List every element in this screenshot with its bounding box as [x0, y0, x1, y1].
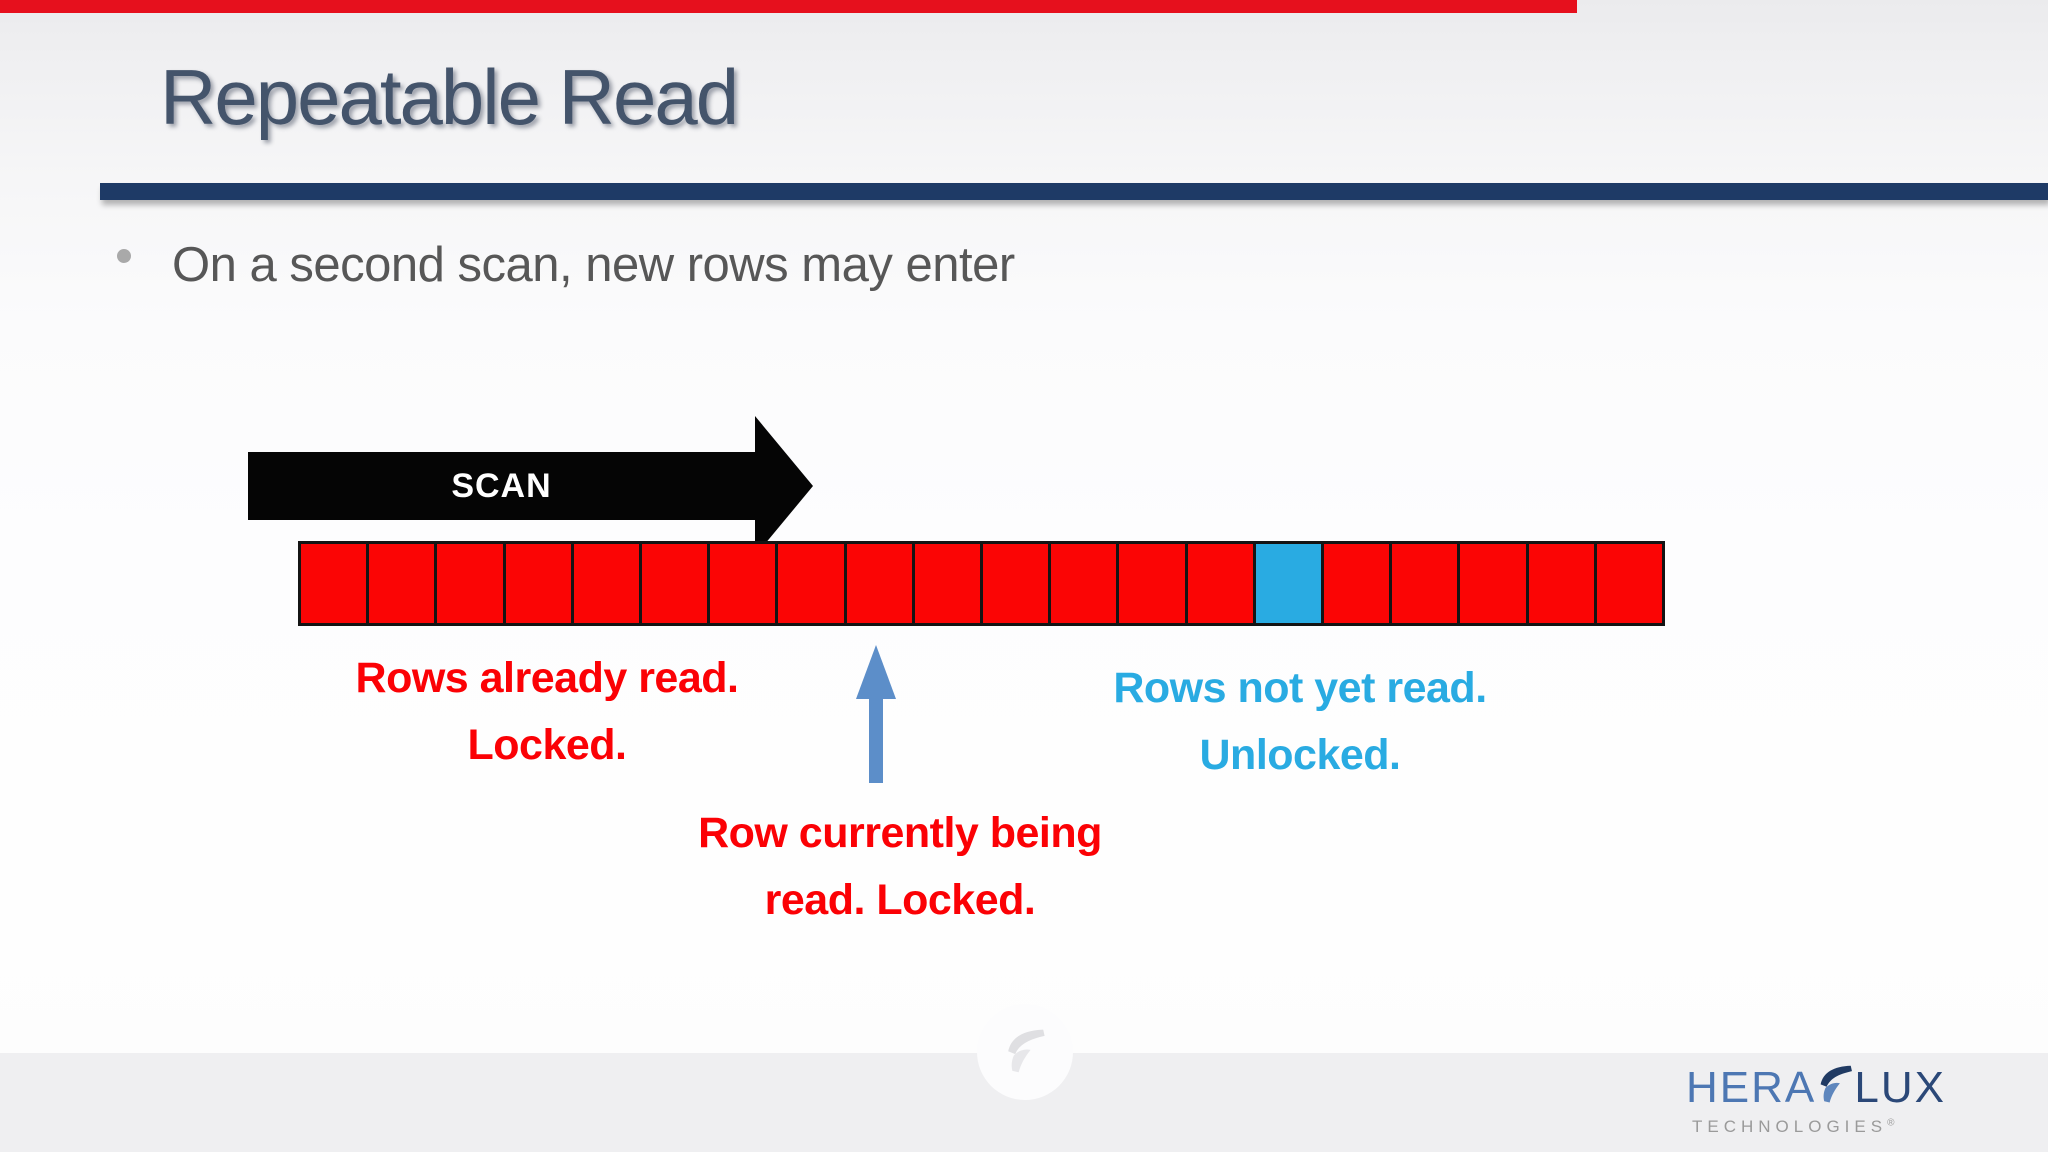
pointer-arrow-shaft	[869, 697, 883, 783]
row-cell-locked	[369, 544, 438, 623]
row-cell-locked	[710, 544, 779, 623]
row-cell-locked	[1460, 544, 1529, 623]
row-cell-new-unread	[1255, 544, 1325, 623]
scan-arrow-label: SCAN	[451, 466, 552, 505]
row-cell-locked	[301, 544, 370, 623]
heraflux-f-mark-icon	[1820, 1065, 1853, 1103]
watermark-circle	[977, 1004, 1073, 1100]
callout-line: read. Locked.	[764, 875, 1036, 924]
callout-line: Rows already read.	[355, 654, 739, 702]
row-cell-locked	[1324, 544, 1393, 623]
row-cell-locked	[1119, 544, 1188, 623]
logo-text-hera: HERA	[1686, 1063, 1817, 1112]
video-progress-bar[interactable]	[0, 0, 1577, 13]
row-cell-locked	[914, 544, 984, 623]
row-cell-locked	[505, 544, 574, 623]
row-cell-locked	[983, 544, 1052, 623]
row-cell-locked	[1187, 544, 1256, 623]
callout-line: Locked.	[467, 720, 628, 769]
callout-line: Rows not yet read.	[1113, 664, 1487, 712]
title-divider	[100, 183, 2048, 200]
row-cell-locked	[778, 544, 847, 623]
row-bar	[298, 541, 1665, 626]
slide-title: Repeatable Read	[160, 53, 739, 141]
callout-row-current: Row currently being read. Locked.	[630, 800, 1170, 933]
scan-arrow-head-icon	[755, 416, 813, 556]
logo-subtitle: TECHNOLOGIES®	[1692, 1117, 1895, 1136]
row-cell-locked	[1528, 544, 1597, 623]
bullet-dot	[117, 249, 131, 263]
registered-mark: ®	[1887, 1117, 1895, 1129]
bullet-text: On a second scan, new rows may enter	[172, 238, 1015, 292]
heraflux-f-mark-icon	[1008, 1029, 1045, 1073]
heraflux-logo: HERA LUX TECHNOLOGIES®	[1686, 1058, 1946, 1137]
row-cell-locked	[1596, 544, 1663, 623]
callout-rows-locked: Rows already read. Locked.	[277, 645, 817, 778]
callout-rows-unlocked: Rows not yet read. Unlocked.	[1030, 655, 1570, 788]
callout-line: Row currently being	[698, 809, 1102, 857]
logo-text-lux: LUX	[1854, 1063, 1946, 1112]
callout-line: Unlocked.	[1199, 730, 1402, 779]
scan-arrow-body: SCAN	[248, 452, 755, 520]
row-cell-locked	[437, 544, 506, 623]
pointer-arrow-head-icon	[856, 645, 896, 699]
heraflux-wordmark: HERA LUX	[1686, 1058, 1946, 1110]
row-cell-locked	[642, 544, 711, 623]
row-cell-locked	[1392, 544, 1461, 623]
row-cell-locked	[573, 544, 643, 623]
row-cell-locked	[846, 544, 915, 623]
row-cell-locked	[1051, 544, 1120, 623]
